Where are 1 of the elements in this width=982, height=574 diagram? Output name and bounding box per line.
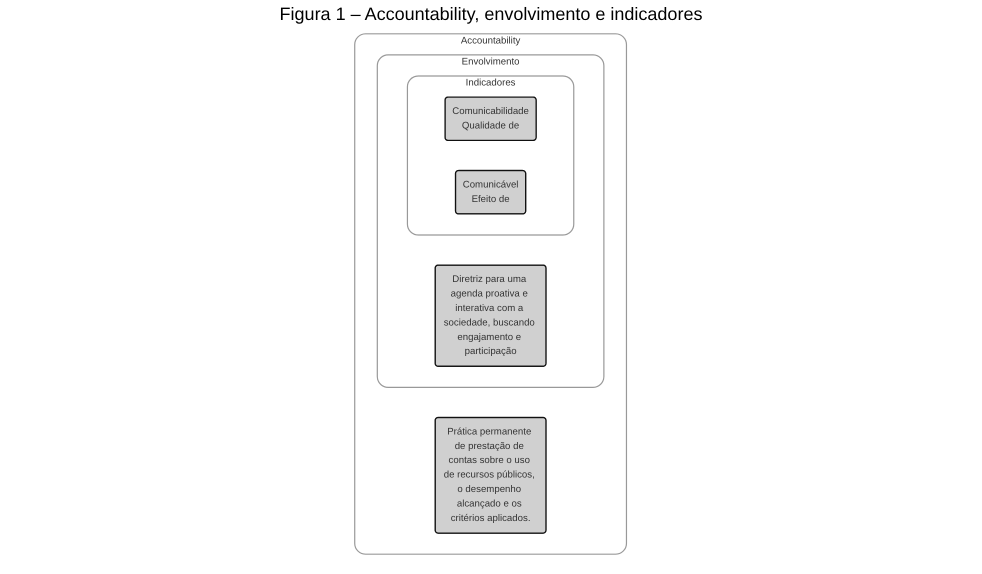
figure-title: Figura 1 – Accountability, envolvimento e indicadores — [278, 4, 704, 25]
